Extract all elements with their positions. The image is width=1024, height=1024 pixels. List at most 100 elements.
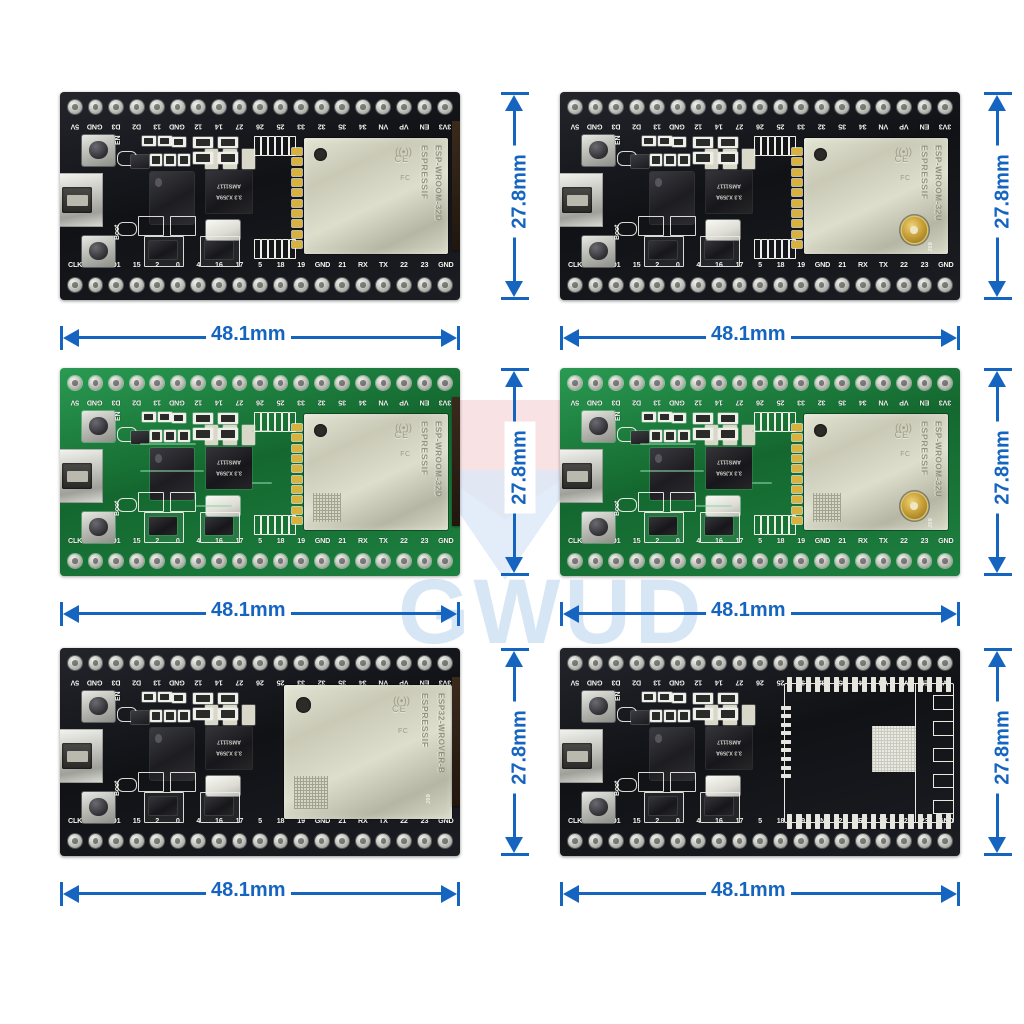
en-button[interactable]: [82, 410, 115, 442]
module-hole: [295, 697, 311, 713]
pin-pad: [253, 834, 267, 848]
dim-width-label: 48.1mm: [206, 599, 291, 622]
dim-width-label: 48.1mm: [706, 879, 791, 902]
micro-usb-connector[interactable]: [60, 173, 104, 228]
module-qr-code: [312, 493, 342, 523]
boot-button[interactable]: [82, 235, 115, 267]
boot-button[interactable]: [82, 791, 115, 823]
dim-width-label: 48.1mm: [706, 323, 791, 346]
pcb-trace: [696, 505, 732, 508]
silk-pad-block-2: [170, 491, 196, 513]
pin-label: D1: [111, 536, 121, 546]
micro-usb-connector[interactable]: [560, 449, 604, 504]
module-side-pads: [292, 148, 302, 248]
pin-label: 25: [776, 122, 785, 132]
pin-label: D3: [611, 398, 621, 408]
footprint-pad: [814, 676, 821, 692]
pin-pad: [211, 376, 226, 390]
pin-pad: [732, 656, 747, 670]
pin-label: VP: [899, 398, 909, 408]
pin-pad: [150, 278, 165, 292]
pin-label: D2: [632, 122, 642, 132]
pin-pad: [732, 834, 747, 848]
dim-height-label: 27.8mm: [504, 701, 536, 794]
resistor: [650, 430, 662, 442]
ldo-marking-2: 3.3 XJ59A: [216, 749, 242, 756]
ipex-antenna-connector[interactable]: [902, 216, 927, 243]
micro-usb-connector[interactable]: [60, 449, 104, 504]
en-button[interactable]: [582, 690, 615, 722]
pin-pad: [170, 834, 185, 848]
micro-usb-connector[interactable]: [560, 729, 604, 784]
pin-pad: [294, 376, 308, 390]
silk-pad-block-2: [670, 215, 696, 237]
boot-button[interactable]: [582, 235, 615, 267]
pin-label: GND: [814, 816, 831, 826]
pin-label: EN: [419, 398, 430, 408]
micro-usb-connector[interactable]: [560, 173, 604, 228]
comb-pad: [282, 135, 289, 157]
pin-pad: [438, 656, 452, 670]
pin-label: 18: [276, 260, 285, 270]
boot-button[interactable]: [82, 511, 115, 543]
boot-button[interactable]: [582, 791, 615, 823]
pin-label: 16: [715, 536, 723, 546]
pin-label: TX: [878, 260, 888, 270]
en-button[interactable]: [82, 690, 115, 722]
pin-pad: [588, 278, 603, 292]
comb-pad: [754, 135, 761, 157]
pin-label: VN: [878, 398, 889, 408]
pin-label: 0: [675, 260, 680, 270]
pin-label: 3V3: [939, 398, 952, 408]
ldo-marking-2: 3.3 XJ59A: [216, 193, 242, 200]
pin-label: D3: [111, 122, 121, 132]
pin-pad: [814, 278, 829, 292]
footprint-pad: [889, 676, 895, 692]
module-side-pad: [792, 189, 802, 197]
pin-pad: [794, 278, 808, 292]
module-side-pad: [792, 210, 802, 218]
pin-label: 13: [153, 122, 162, 132]
pin-pad: [691, 554, 706, 568]
en-button[interactable]: [82, 134, 115, 166]
boot-button[interactable]: [582, 511, 615, 543]
usb-uart-chip: [650, 728, 694, 781]
comb-pads: [254, 514, 296, 536]
ipex-antenna-connector[interactable]: [902, 492, 927, 519]
en-button[interactable]: [582, 134, 615, 166]
ferrite-bead: [631, 431, 650, 444]
pin-pad: [938, 656, 952, 670]
pin-pad: [568, 656, 582, 670]
pin-pad: [629, 834, 644, 848]
pin-label: 15: [132, 260, 141, 270]
comb-pad: [761, 238, 768, 260]
silk-pad-block-1: [638, 771, 664, 793]
pin-label: GND: [169, 122, 185, 132]
pin-label: CLK: [568, 816, 583, 826]
pin-pad: [568, 100, 582, 114]
pin-label: 34: [859, 398, 867, 408]
comb-pad: [768, 514, 775, 536]
module-footprint: [780, 676, 954, 830]
resistor: [164, 710, 176, 722]
pin-pad: [917, 834, 932, 848]
pin-pad: [273, 376, 288, 390]
pin-label: 2: [155, 536, 160, 546]
pin-pad: [732, 278, 747, 292]
capacitor: [741, 149, 756, 169]
micro-usb-connector[interactable]: [60, 729, 104, 784]
module-side-pad: [292, 486, 302, 494]
pin-pad: [773, 656, 788, 670]
module-side-pad: [292, 230, 302, 238]
pin-pad: [335, 834, 350, 848]
pin-pad: [650, 554, 665, 568]
pin-pad: [417, 278, 432, 292]
en-button[interactable]: [582, 410, 615, 442]
footprint-pad: [936, 676, 942, 692]
pin-pad: [211, 278, 226, 292]
pin-label: 32: [317, 398, 326, 408]
